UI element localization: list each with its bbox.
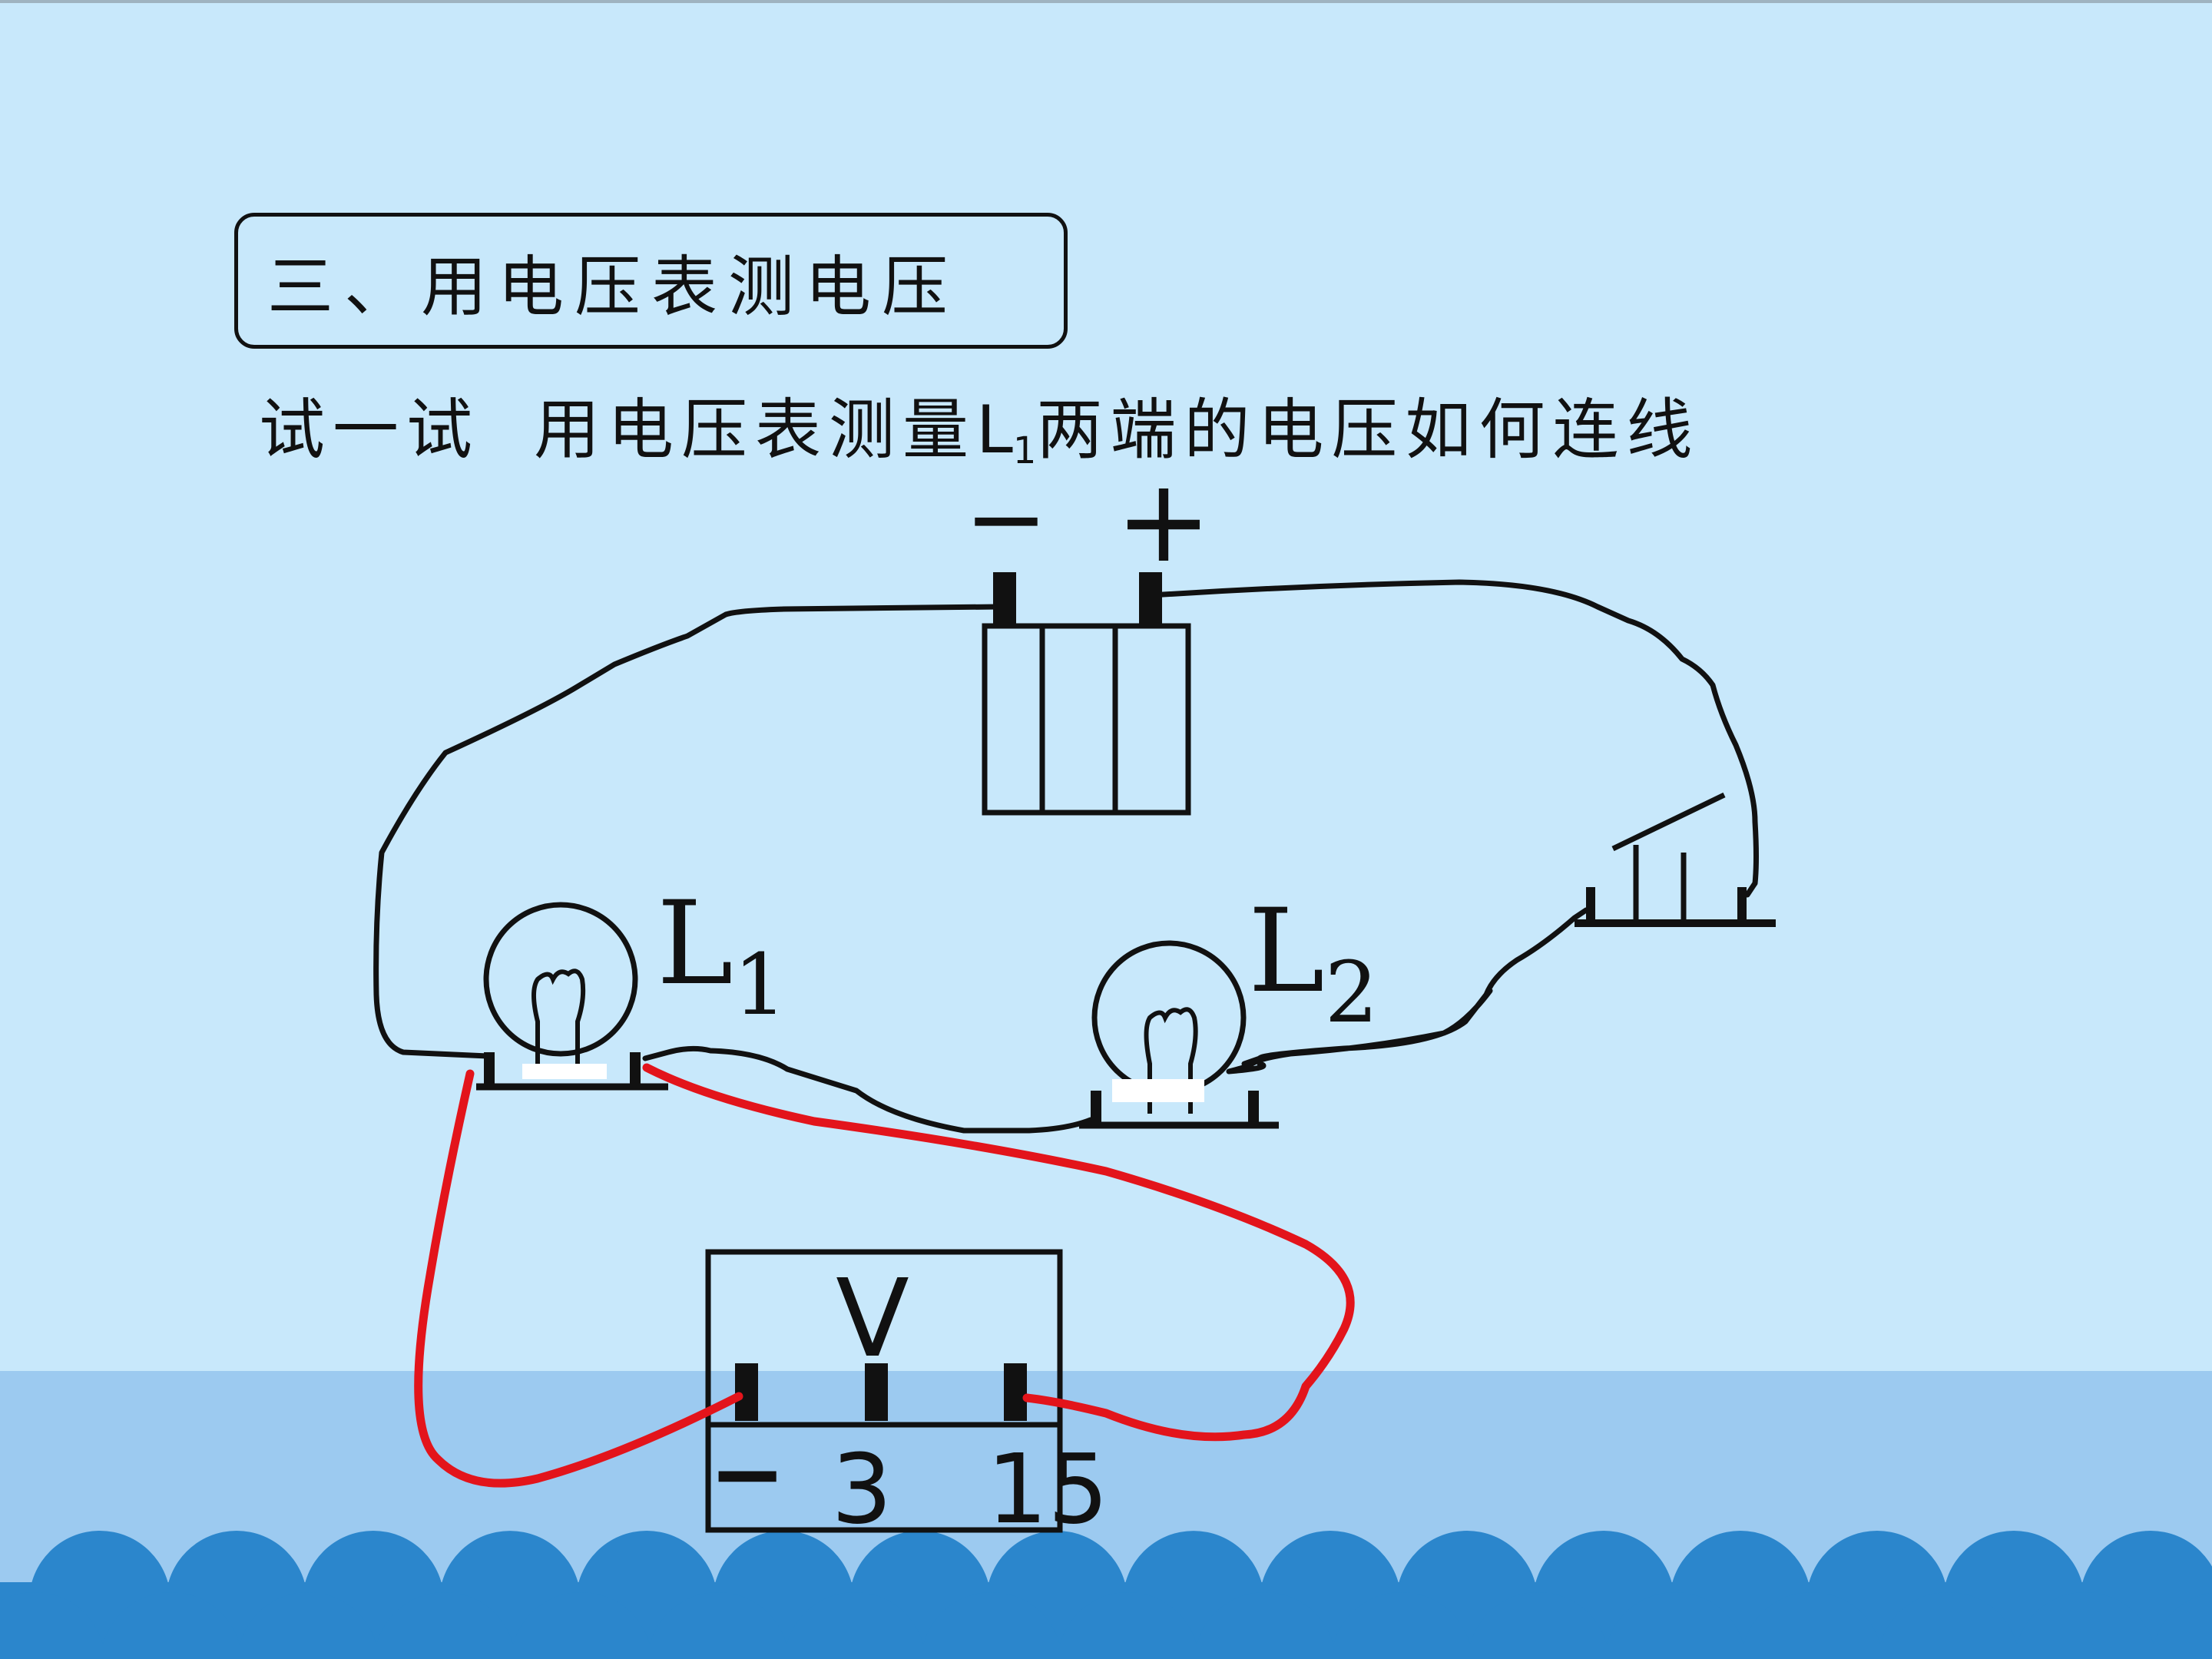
wave-row-front: [0, 1592, 2212, 1659]
lamp-l2-left-post: [1091, 1091, 1101, 1123]
switch-right-post: [1737, 887, 1747, 922]
lamp-l2-bulb: [1091, 940, 1247, 1095]
battery-neg-label: −: [965, 460, 1048, 577]
lamp-l2: L2: [1079, 885, 1379, 1129]
voltmeter-terminal-3-post: [865, 1363, 888, 1421]
lamp-l2-filament: [1144, 1007, 1198, 1114]
question-lamp-subscript: 1: [1012, 429, 1037, 472]
switch-left-post: [1586, 887, 1595, 922]
lamp-l1-base-light: [522, 1064, 607, 1079]
circuit-wires: [373, 579, 1759, 1134]
question-main: 用电压表测量: [534, 392, 976, 469]
voltmeter-terminal-15-label: 15: [986, 1434, 1108, 1545]
lamp-l2-base-light: [1112, 1079, 1204, 1102]
lamp-l1-right-post: [630, 1052, 641, 1087]
battery: − +: [965, 455, 1212, 816]
question-text: 试一试用电压表测量L1两端的电压如何连线: [259, 384, 1700, 497]
question-suffix: 两端的电压如何连线: [1036, 392, 1700, 469]
voltmeter-terminal-neg-post: [735, 1363, 758, 1421]
lamp-l1-filament: [531, 969, 586, 1075]
red-wire-15-terminal: [642, 1063, 1355, 1442]
battery-neg-post: [993, 572, 1016, 626]
wire-lamp1-to-lamp2: [642, 1045, 1094, 1134]
voltmeter-terminal-15-post: [1004, 1363, 1027, 1421]
voltmeter-terminal-neg-label: −: [709, 1421, 786, 1528]
lamp-l1: L1: [476, 877, 787, 1091]
lamp-l2-right-post: [1248, 1091, 1259, 1123]
question-lamp-letter: L: [976, 392, 1013, 469]
lamp-l1-label: L1: [657, 877, 787, 1034]
top-edge: [0, 0, 2212, 3]
switch-lever: [1611, 792, 1726, 852]
battery-body: [982, 623, 1191, 816]
battery-pos-label: +: [1115, 455, 1212, 588]
voltmeter: V − 3 15: [705, 1249, 1109, 1545]
measurement-wires: [414, 1063, 1355, 1488]
lamp-l1-bulb: [483, 902, 638, 1057]
wire-battery-to-switch: [1149, 579, 1759, 898]
red-wire-neg-terminal: [414, 1069, 743, 1488]
voltmeter-body: [705, 1249, 1063, 1533]
voltmeter-symbol: V: [836, 1257, 909, 1382]
question-prefix: 试一试: [259, 392, 480, 469]
switch: [1575, 792, 1776, 927]
battery-pos-post: [1139, 572, 1162, 626]
wire-switch-to-lamp2: [1226, 907, 1589, 1075]
voltmeter-terminal-3-label: 3: [831, 1434, 892, 1545]
question-lamp: L1: [976, 392, 1037, 472]
section-title: 三、用电压表测电压: [267, 249, 959, 326]
wire-battery-to-lamp1: [373, 604, 1002, 1059]
lamp-l2-label: L2: [1248, 885, 1379, 1041]
lamp-l1-left-post: [484, 1052, 495, 1087]
wave-decoration: [0, 1531, 2212, 1659]
section-title-box: 三、用电压表测电压: [234, 213, 1068, 349]
